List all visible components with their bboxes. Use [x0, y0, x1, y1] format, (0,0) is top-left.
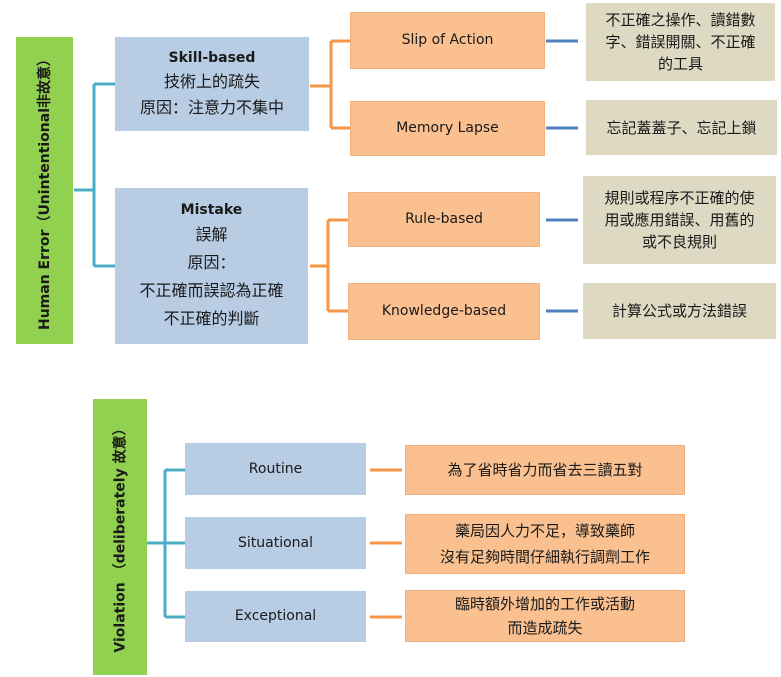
situational-example-line-2: 沒有足夠時間仔細執行調劑工作 [439, 548, 650, 566]
memory-lapse-label: Memory Lapse [396, 120, 499, 136]
mistake-heading: Mistake [180, 202, 243, 218]
knowledge-based-label: Knowledge-based [381, 303, 507, 319]
situational-box: Situational [185, 517, 366, 569]
exceptional-example-line-2: 而造成疏失 [507, 619, 583, 637]
skill-based-box: Skill-based 技術上的疏失 原因：注意力不集中 [115, 37, 309, 131]
knowledge-example-box: 計算公式或方法錯誤 [583, 283, 776, 339]
slip-of-action-label: Slip of Action [401, 32, 494, 48]
skill-based-cause: 原因：注意力不集中 [139, 98, 284, 117]
mistake-subtitle: 誤解 [195, 225, 228, 244]
violation-label-box: Violation （deliberately 故意） [93, 399, 147, 675]
rule-based-box: Rule-based [348, 192, 540, 247]
knowledge-example: 計算公式或方法錯誤 [611, 302, 747, 320]
situational-example-line-1: 藥局因人力不足，導致藥師 [454, 522, 635, 540]
rule-example-line-3: 或不良規則 [641, 233, 717, 251]
routine-label: Routine [248, 460, 303, 477]
mistake-box: Mistake 誤解 原因： 不正確而誤認為正確 不正確的判斷 [115, 188, 308, 344]
violation-title: Violation （deliberately 故意） [113, 421, 130, 653]
routine-example-box: 為了省時省力而省去三讀五對 [405, 445, 685, 495]
human-error-label-box: Human Error（Unintentional非故意） [16, 37, 73, 344]
exceptional-box: Exceptional [185, 591, 366, 642]
exceptional-example-line-1: 臨時額外增加的工作或活動 [454, 595, 635, 613]
situational-example-box: 藥局因人力不足，導致藥師 沒有足夠時間仔細執行調劑工作 [405, 514, 685, 574]
mistake-reason-2: 不正確的判斷 [163, 309, 260, 328]
slip-example-line-1: 不正確之操作、讀錯數 [605, 11, 756, 29]
slip-of-action-box: Slip of Action [350, 12, 545, 69]
lapse-example: 忘記蓋蓋子、忘記上鎖 [606, 118, 757, 137]
slip-example-box: 不正確之操作、讀錯數 字、錯誤開關、不正確 的工具 [586, 3, 775, 81]
lapse-example-box: 忘記蓋蓋子、忘記上鎖 [586, 100, 777, 155]
routine-example: 為了省時省力而省去三讀五對 [447, 461, 643, 479]
slip-example-line-2: 字、錯誤開關、不正確 [605, 33, 756, 51]
skill-based-heading: Skill-based [168, 50, 256, 66]
human-error-title: Human Error（Unintentional非故意） [37, 51, 54, 330]
rule-example-box: 規則或程序不正確的使 用或應用錯誤、用舊的 或不良規則 [583, 176, 776, 264]
rule-example-line-1: 規則或程序不正確的使 [604, 189, 755, 207]
routine-box: Routine [185, 443, 366, 495]
exceptional-label: Exceptional [234, 608, 317, 624]
exceptional-example-box: 臨時額外增加的工作或活動 而造成疏失 [405, 590, 685, 642]
slip-example-line-3: 的工具 [657, 55, 703, 73]
memory-lapse-box: Memory Lapse [350, 101, 545, 156]
knowledge-based-box: Knowledge-based [348, 283, 540, 340]
rule-based-label: Rule-based [405, 211, 483, 227]
rule-example-line-2: 用或應用錯誤、用舊的 [604, 211, 755, 229]
mistake-reason-1: 不正確而誤認為正確 [139, 281, 284, 300]
mistake-cause: 原因： [187, 253, 236, 272]
situational-label: Situational [237, 534, 313, 551]
skill-based-subtitle: 技術上的疏失 [163, 72, 260, 91]
